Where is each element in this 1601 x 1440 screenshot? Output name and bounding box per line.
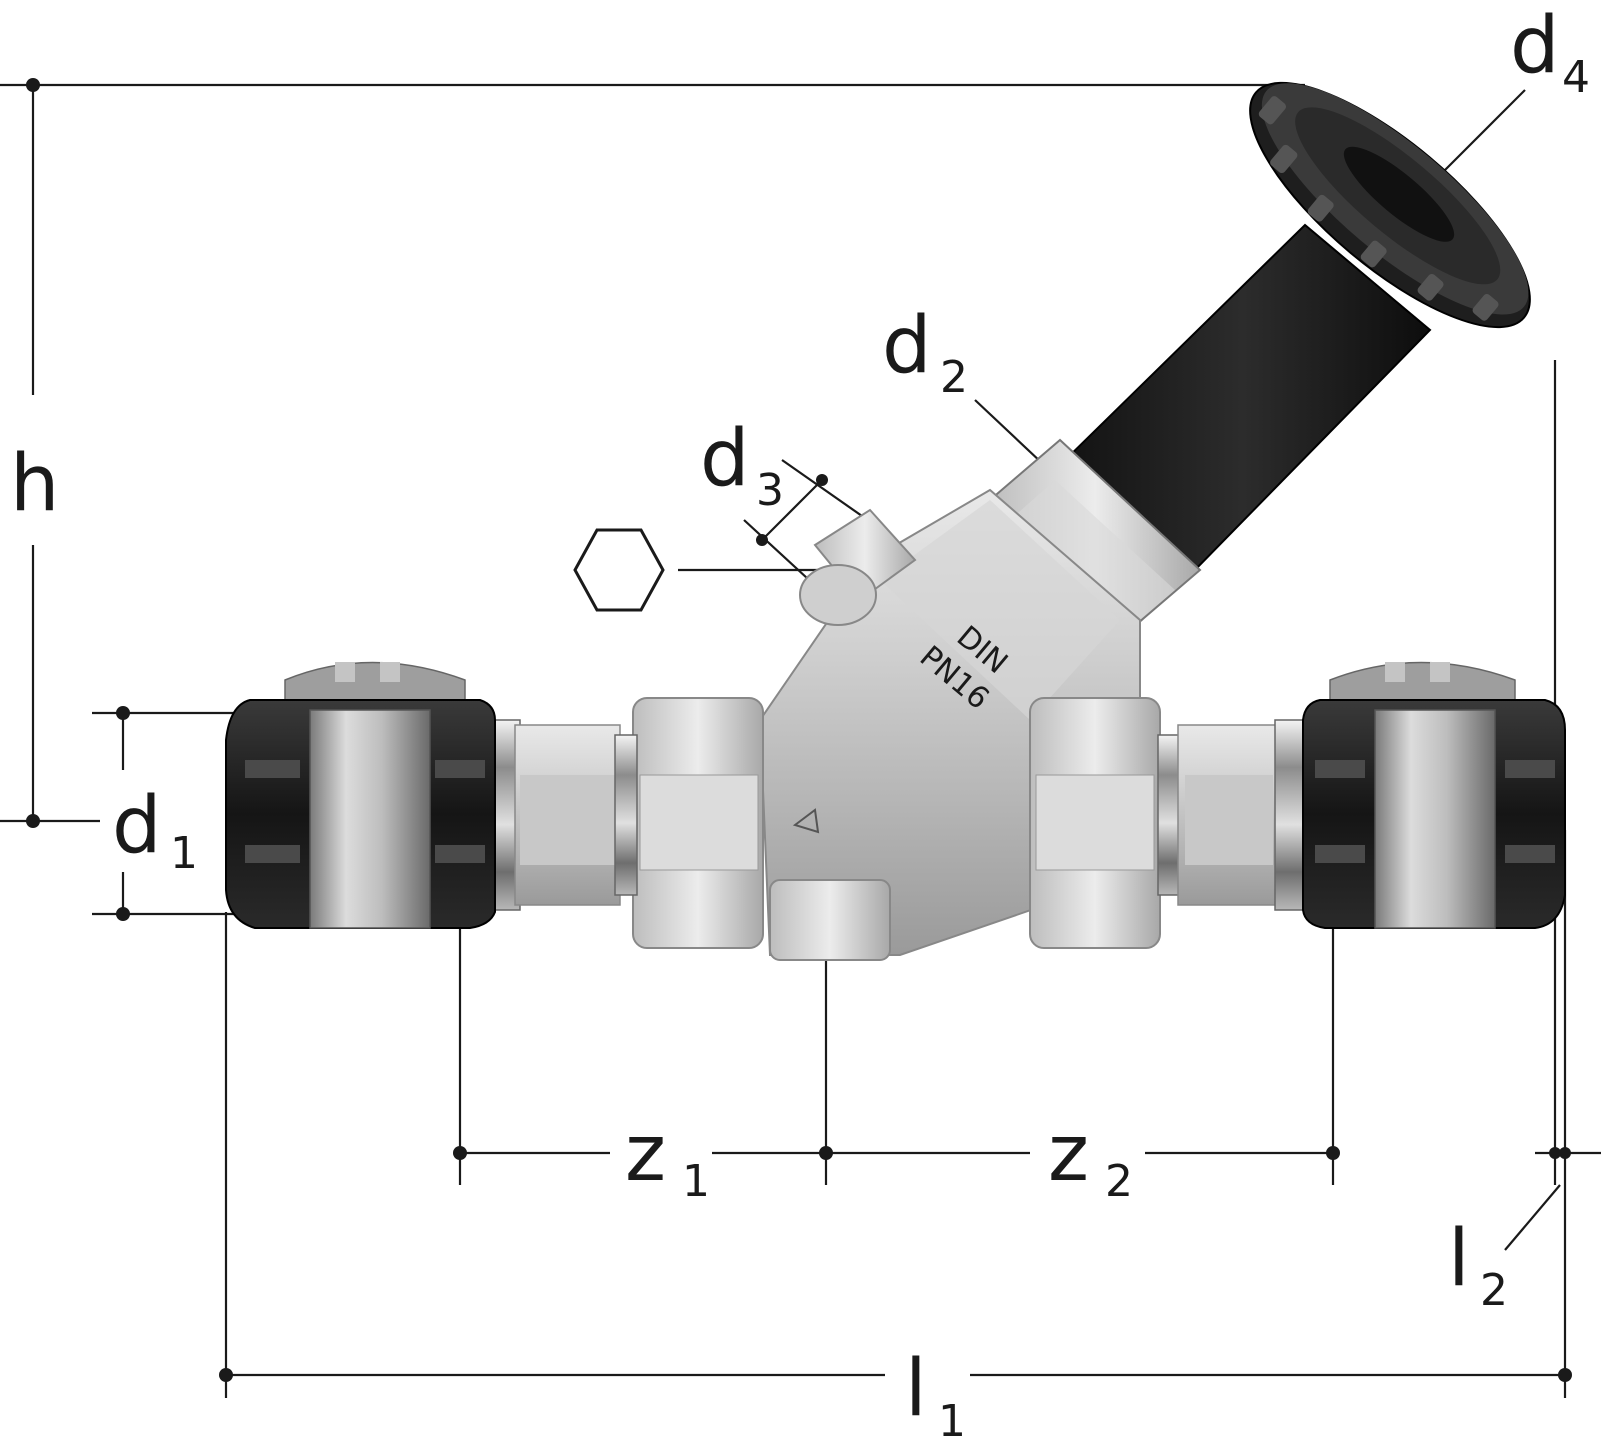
l1-right-dot: [1558, 1368, 1572, 1382]
label-z2: z: [1048, 1109, 1089, 1199]
left-press-fitting: [225, 661, 496, 929]
right-union-nut: [1029, 697, 1161, 949]
label-d1-sub: 1: [170, 828, 198, 879]
label-d1: d: [112, 781, 162, 871]
right-press-fitting: [1302, 661, 1566, 929]
label-l2-sub: 2: [1480, 1265, 1508, 1316]
z-center-dot: [819, 1146, 833, 1160]
z2-right-dot: [1326, 1146, 1340, 1160]
d3-line: [761, 479, 823, 541]
z1-left-dot: [453, 1146, 467, 1160]
dimension-labels: h d 1 d 2 d 3 d 4 z 1 z 2 l 1 l 2: [10, 1, 1590, 1440]
label-d4: d: [1510, 1, 1560, 91]
d3-top-dot: [816, 474, 828, 486]
label-d2-sub: 2: [940, 352, 968, 403]
d1-top-dot: [116, 706, 130, 720]
label-h: h: [10, 439, 59, 529]
valve-assembly: DIN PN16: [225, 81, 1566, 961]
handwheel: [1249, 81, 1531, 329]
h-top-dot: [26, 78, 40, 92]
l2-right-dot: [1559, 1147, 1571, 1159]
label-l1-sub: 1: [938, 1396, 966, 1440]
hexagon-icon: [573, 528, 665, 612]
label-l2: l: [1448, 1214, 1470, 1304]
l1-left-dot: [219, 1368, 233, 1382]
label-d3-sub: 3: [756, 465, 784, 516]
label-l1: l: [905, 1344, 927, 1434]
label-z1-sub: 1: [682, 1156, 710, 1207]
l2-left-dot: [1549, 1147, 1561, 1159]
h-bottom-dot: [26, 814, 40, 828]
d4-leader: [1434, 89, 1526, 181]
dimension-lines: [0, 78, 1601, 1398]
l2-leader: [1504, 1184, 1561, 1251]
d1-bottom-dot: [116, 907, 130, 921]
left-adapter: [489, 719, 638, 911]
label-z2-sub: 2: [1105, 1156, 1133, 1207]
label-z1: z: [625, 1109, 666, 1199]
label-d3: d: [700, 414, 750, 504]
label-d2: d: [882, 301, 932, 391]
right-adapter: [1157, 719, 1306, 911]
d3-bottom-dot: [756, 534, 768, 546]
left-union-nut: [632, 697, 764, 949]
label-d4-sub: 4: [1562, 52, 1590, 103]
